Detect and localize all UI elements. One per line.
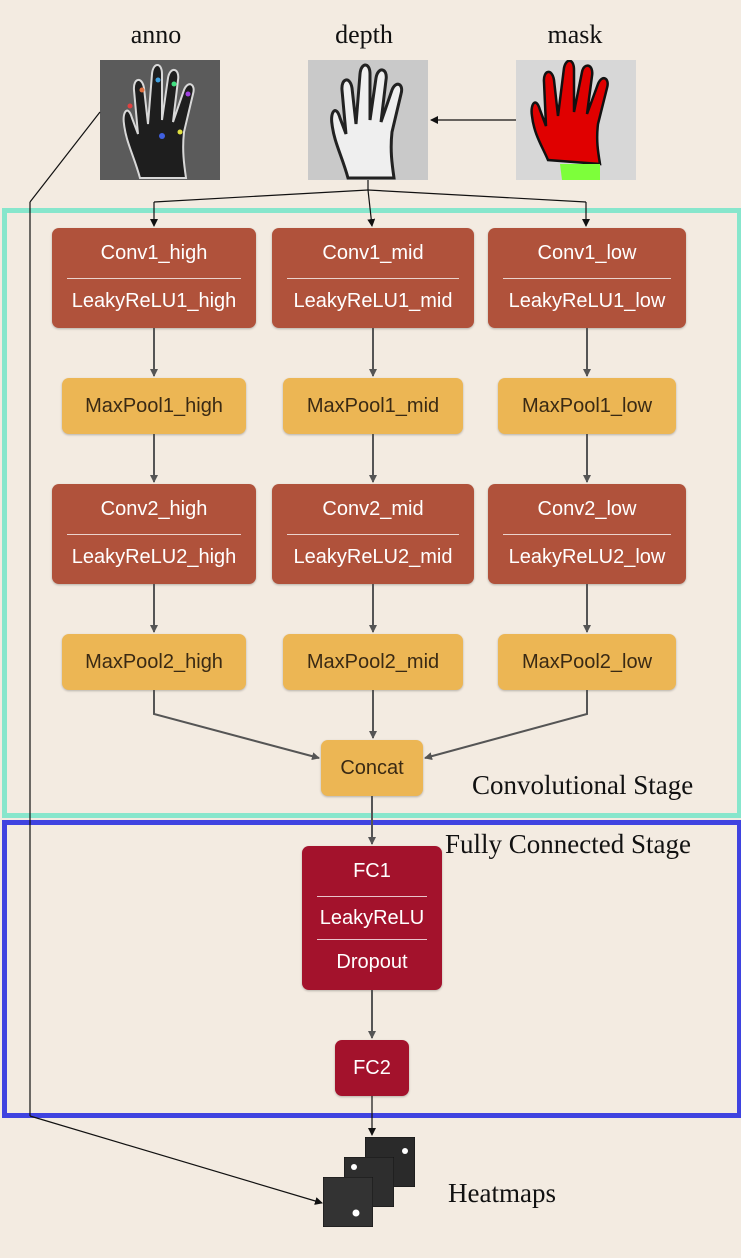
- mask-image: [516, 60, 636, 180]
- depth-label: depth: [335, 20, 393, 49]
- leakyrelu1-high-label: LeakyReLU1_high: [71, 289, 237, 312]
- fc1-block: FC1 LeakyReLU Dropout: [302, 846, 442, 990]
- maxpool2-mid-block: MaxPool2_mid: [283, 634, 463, 690]
- leakyrelu1-mid-label: LeakyReLU1_mid: [293, 289, 453, 312]
- fc1-dropout-label: Dropout: [336, 950, 408, 973]
- convolutional-stage-label: Convolutional Stage: [472, 770, 694, 800]
- maxpool1-high-block: MaxPool1_high: [62, 378, 246, 434]
- conv1-low-label: Conv1_low: [537, 241, 637, 264]
- concat-block: Concat: [321, 740, 423, 796]
- anno-image: [100, 60, 220, 180]
- conv1-high-block: Conv1_high LeakyReLU1_high: [52, 228, 256, 328]
- conv2-mid-label: Conv2_mid: [322, 497, 424, 520]
- leakyrelu2-high-label: LeakyReLU2_high: [71, 545, 237, 568]
- conv2-low-label: Conv2_low: [537, 497, 637, 520]
- fc1-leakyrelu-label: LeakyReLU: [319, 906, 425, 929]
- conv2-high-label: Conv2_high: [100, 497, 208, 520]
- leakyrelu2-mid-label: LeakyReLU2_mid: [293, 545, 453, 568]
- mask-label: mask: [547, 20, 603, 49]
- conv1-low-block: Conv1_low LeakyReLU1_low: [488, 228, 686, 328]
- conv1-high-label: Conv1_high: [100, 241, 208, 264]
- conv1-mid-label: Conv1_mid: [322, 241, 424, 264]
- anno-label: anno: [130, 20, 182, 49]
- heatmap-image-1: [323, 1177, 373, 1227]
- maxpool1-low-block: MaxPool1_low: [498, 378, 676, 434]
- maxpool2-low-block: MaxPool2_low: [498, 634, 676, 690]
- conv1-mid-block: Conv1_mid LeakyReLU1_mid: [272, 228, 474, 328]
- maxpool1-mid-block: MaxPool1_mid: [283, 378, 463, 434]
- fully-connected-stage-label: Fully Connected Stage: [445, 829, 691, 859]
- conv2-low-block: Conv2_low LeakyReLU2_low: [488, 484, 686, 584]
- conv2-high-block: Conv2_high LeakyReLU2_high: [52, 484, 256, 584]
- fc1-label: FC1: [353, 859, 391, 882]
- maxpool2-high-block: MaxPool2_high: [62, 634, 246, 690]
- fc2-block: FC2: [335, 1040, 409, 1096]
- leakyrelu1-low-label: LeakyReLU1_low: [508, 289, 666, 312]
- depth-image: [308, 60, 428, 180]
- leakyrelu2-low-label: LeakyReLU2_low: [508, 545, 666, 568]
- heatmaps-label: Heatmaps: [448, 1178, 556, 1208]
- conv2-mid-block: Conv2_mid LeakyReLU2_mid: [272, 484, 474, 584]
